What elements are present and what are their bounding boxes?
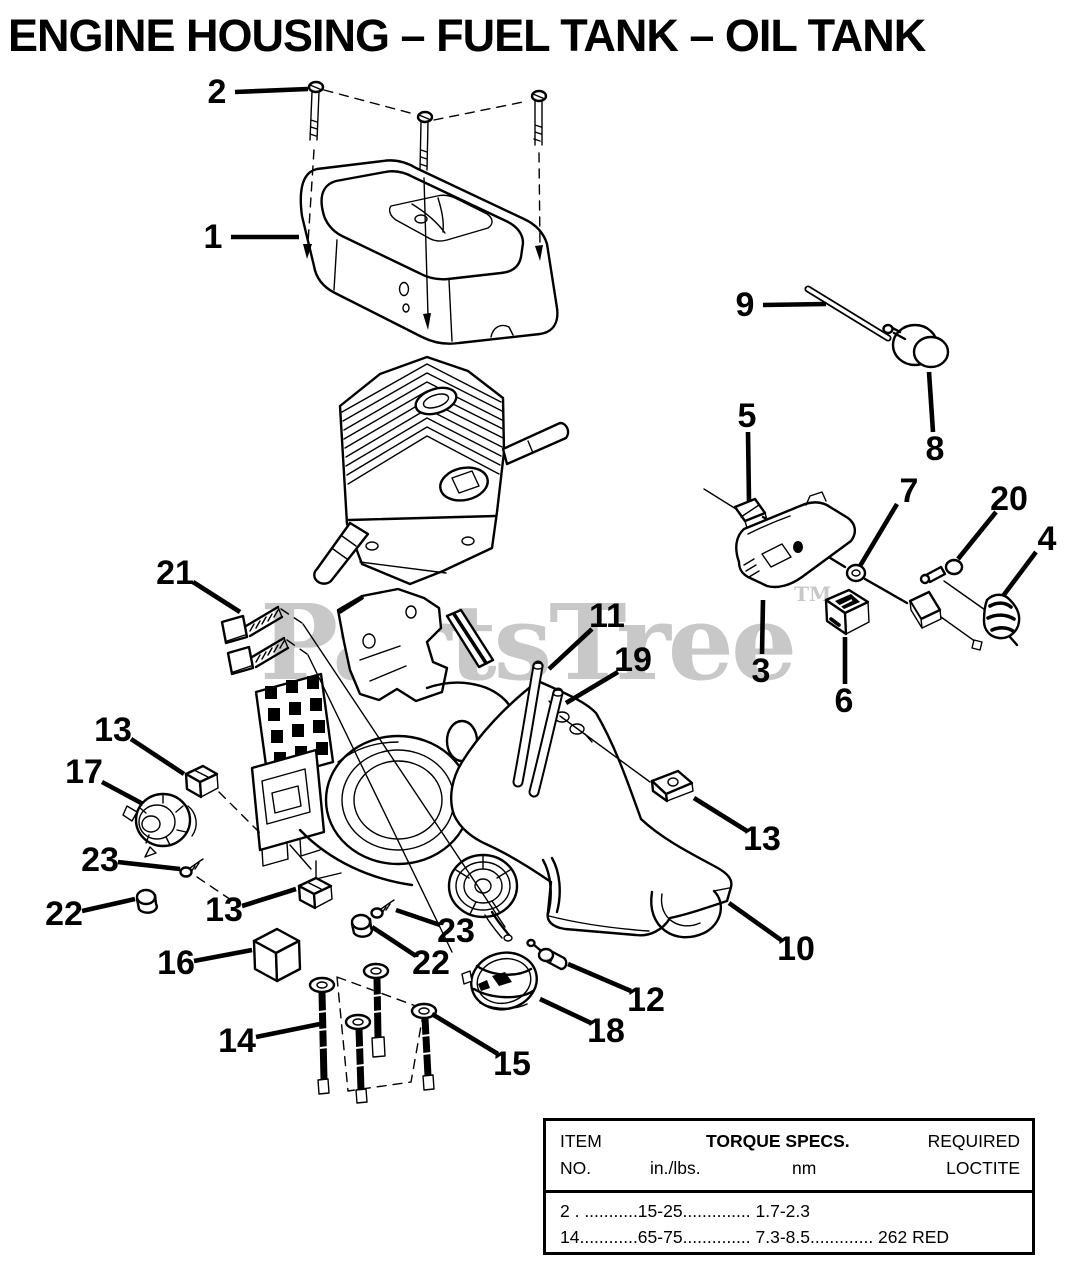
callout-leader-21-10 bbox=[191, 580, 242, 614]
callout-20-6: 20 bbox=[990, 480, 1028, 518]
callout-1-1: 1 bbox=[204, 218, 223, 256]
callout-22-20: 22 bbox=[412, 944, 450, 982]
callout-leader-3-8 bbox=[759, 599, 766, 655]
callout-15-22: 15 bbox=[493, 1045, 531, 1083]
callout-9-2: 9 bbox=[736, 286, 755, 324]
callout-5-4: 5 bbox=[738, 397, 757, 435]
callout-leader-8-3 bbox=[926, 371, 936, 433]
table-header-item: ITEM bbox=[560, 1131, 602, 1151]
engine-housing-cover bbox=[299, 159, 559, 345]
callout-17-14: 17 bbox=[65, 753, 103, 791]
callout-leader-23-15 bbox=[117, 859, 181, 872]
callout-leader-13-26 bbox=[692, 796, 749, 833]
clips bbox=[184, 764, 694, 910]
callout-13-17: 13 bbox=[205, 891, 243, 929]
oiler-assembly bbox=[122, 792, 197, 858]
callout-leader-10-25 bbox=[727, 901, 783, 942]
callout-leader-15-22 bbox=[430, 1012, 500, 1056]
table-row: 14............65-75.............. 7.3-8.… bbox=[560, 1227, 950, 1247]
callout-16-18: 16 bbox=[157, 944, 195, 982]
callout-11-11: 11 bbox=[589, 597, 625, 635]
callout-leader-5-4 bbox=[745, 431, 752, 503]
callout-13-26: 13 bbox=[743, 820, 781, 858]
callout-leader-22-20 bbox=[370, 925, 418, 958]
throttle-assembly bbox=[703, 488, 1021, 651]
callout-23-19: 23 bbox=[437, 912, 475, 950]
table-header-no: NO. bbox=[560, 1158, 592, 1178]
callout-4-7: 4 bbox=[1038, 520, 1057, 558]
callout-leader-17-14 bbox=[100, 779, 145, 807]
table-header-separator bbox=[546, 1190, 1032, 1193]
callout-leader-14-21 bbox=[255, 1021, 321, 1040]
callout-leader-11-11 bbox=[547, 627, 594, 671]
table-header-torque-specs: TORQUE SPECS. bbox=[706, 1131, 850, 1151]
tank-bolts bbox=[308, 962, 438, 1104]
callout-6-9: 6 bbox=[835, 682, 854, 720]
torque-spec-table: ITEM NO. TORQUE SPECS. in./lbs. nm REQUI… bbox=[543, 1118, 1035, 1255]
callout-18-23: 18 bbox=[587, 1012, 625, 1050]
watermark-tm: TM bbox=[794, 582, 832, 606]
callout-7-5: 7 bbox=[900, 472, 919, 510]
callout-2-0: 2 bbox=[208, 73, 227, 111]
callout-13-13: 13 bbox=[94, 711, 132, 749]
cylinder-assembly bbox=[313, 355, 570, 586]
cover-screws bbox=[303, 80, 548, 330]
callout-23-15: 23 bbox=[81, 841, 119, 879]
table-header-nm: nm bbox=[792, 1158, 817, 1178]
callout-leader-20-6 bbox=[956, 510, 998, 561]
callout-leader-13-13 bbox=[129, 737, 186, 776]
primer-bulb bbox=[882, 323, 950, 369]
callout-19-12: 19 bbox=[614, 641, 652, 679]
callout-10-25: 10 bbox=[777, 930, 815, 968]
page-title: ENGINE HOUSING – FUEL TANK – OIL TANK bbox=[8, 10, 926, 61]
isolator-block bbox=[252, 927, 302, 983]
callout-leader-19-12 bbox=[564, 670, 620, 705]
callout-leader-2-0 bbox=[234, 86, 309, 95]
callout-leader-4-7 bbox=[1001, 550, 1038, 598]
callout-leader-23-19 bbox=[395, 907, 441, 928]
starter-pulley bbox=[302, 623, 519, 953]
callout-8-3: 8 bbox=[926, 430, 945, 468]
small-fasteners bbox=[135, 858, 395, 938]
callout-14-21: 14 bbox=[218, 1022, 256, 1060]
table-row: 2 . ...........15-25.............. 1.7-2… bbox=[560, 1201, 810, 1221]
choke-rod bbox=[804, 285, 892, 342]
table-header-inlbs: in./lbs. bbox=[650, 1158, 701, 1178]
mounting-bolts bbox=[220, 605, 308, 676]
crankcase-assembly bbox=[196, 587, 522, 907]
table-header-required: REQUIRED bbox=[927, 1131, 1020, 1151]
callout-leader-12-24 bbox=[567, 961, 632, 994]
callout-12-24: 12 bbox=[627, 981, 665, 1019]
check-valve bbox=[526, 938, 568, 971]
callout-leader-18-23 bbox=[539, 996, 592, 1026]
fuel-lines bbox=[512, 660, 564, 798]
table-header-loctite: LOCTITE bbox=[946, 1158, 1020, 1178]
callout-leader-22-16 bbox=[81, 896, 136, 914]
fuel-cap bbox=[461, 951, 538, 1011]
callout-leader-7-5 bbox=[858, 502, 899, 568]
callout-leader-13-17 bbox=[241, 886, 297, 909]
callout-leader-16-18 bbox=[193, 947, 253, 964]
callout-3-8: 3 bbox=[752, 652, 771, 690]
callout-leader-9-2 bbox=[762, 301, 827, 308]
callout-21-10: 21 bbox=[156, 554, 194, 592]
callout-22-16: 22 bbox=[45, 895, 83, 933]
